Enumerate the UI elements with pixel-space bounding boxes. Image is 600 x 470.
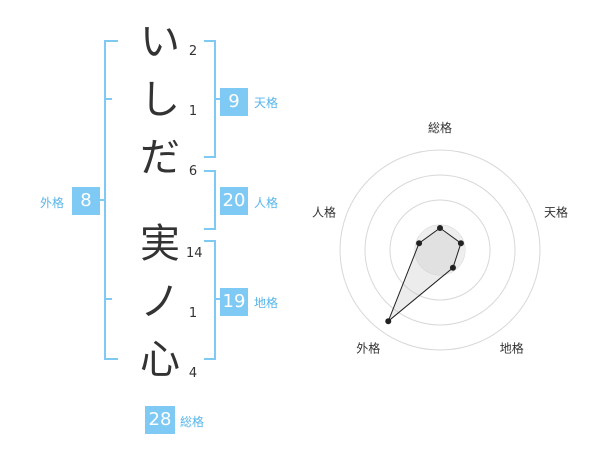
tenkaku-score-box: 9 <box>220 88 248 116</box>
stroke-count-2: 1 <box>188 104 198 119</box>
gaikaku-bracket-tick <box>104 98 112 100</box>
stroke-count-6: 4 <box>188 366 198 381</box>
radar-axis-label-1: 総格 <box>428 120 452 135</box>
tenkaku-bracket-tick <box>214 98 222 100</box>
chikaku-bracket-tick <box>214 298 222 300</box>
name-char-2: し <box>140 77 180 123</box>
chikaku-bracket <box>204 240 216 360</box>
radar-grid-ring <box>339 149 541 351</box>
radar-series-polygon <box>387 227 462 322</box>
radar-grid-ring <box>389 199 491 301</box>
name-char-5: ノ <box>140 279 180 325</box>
jinkaku-score-box: 20 <box>220 187 248 215</box>
chikaku-label: 地格 <box>254 296 279 310</box>
radar-point-3 <box>449 264 456 271</box>
gaikaku-bracket <box>104 40 118 360</box>
radar-axis-label-5: 人格 <box>312 204 336 219</box>
name-char-4: 実 <box>140 221 180 267</box>
stroke-count-5: 1 <box>188 306 198 321</box>
jinkaku-label: 人格 <box>254 196 279 210</box>
gaikaku-bracket-tick <box>96 199 104 201</box>
tenkaku-label: 天格 <box>254 96 279 110</box>
radar-axis-label-4: 外格 <box>356 341 380 356</box>
radar-axis-label-3: 地格 <box>500 341 524 356</box>
soukaku-label: 総格 <box>180 415 205 429</box>
gaikaku-bracket-tick <box>104 298 112 300</box>
gaikaku-label: 外格 <box>40 196 65 210</box>
radar-point-1 <box>437 225 443 231</box>
stroke-count-4: 14 <box>186 246 203 261</box>
gaikaku-score-box: 8 <box>72 187 100 215</box>
stroke-count-3: 6 <box>188 164 198 179</box>
radar-axis-label-2: 天格 <box>544 204 568 219</box>
soukaku-score-box: 28 <box>145 406 175 434</box>
radar-point-5 <box>416 240 423 247</box>
name-char-1: い <box>140 19 180 65</box>
chikaku-score-box: 19 <box>220 288 248 316</box>
stroke-count-1: 2 <box>188 44 198 59</box>
name-char-6: 心 <box>140 337 180 383</box>
radar-point-2 <box>457 240 464 247</box>
radar-grid-ring <box>364 174 516 326</box>
name-char-3: だ <box>140 135 180 181</box>
jinkaku-bracket <box>204 170 216 230</box>
radar-point-4 <box>385 318 392 325</box>
